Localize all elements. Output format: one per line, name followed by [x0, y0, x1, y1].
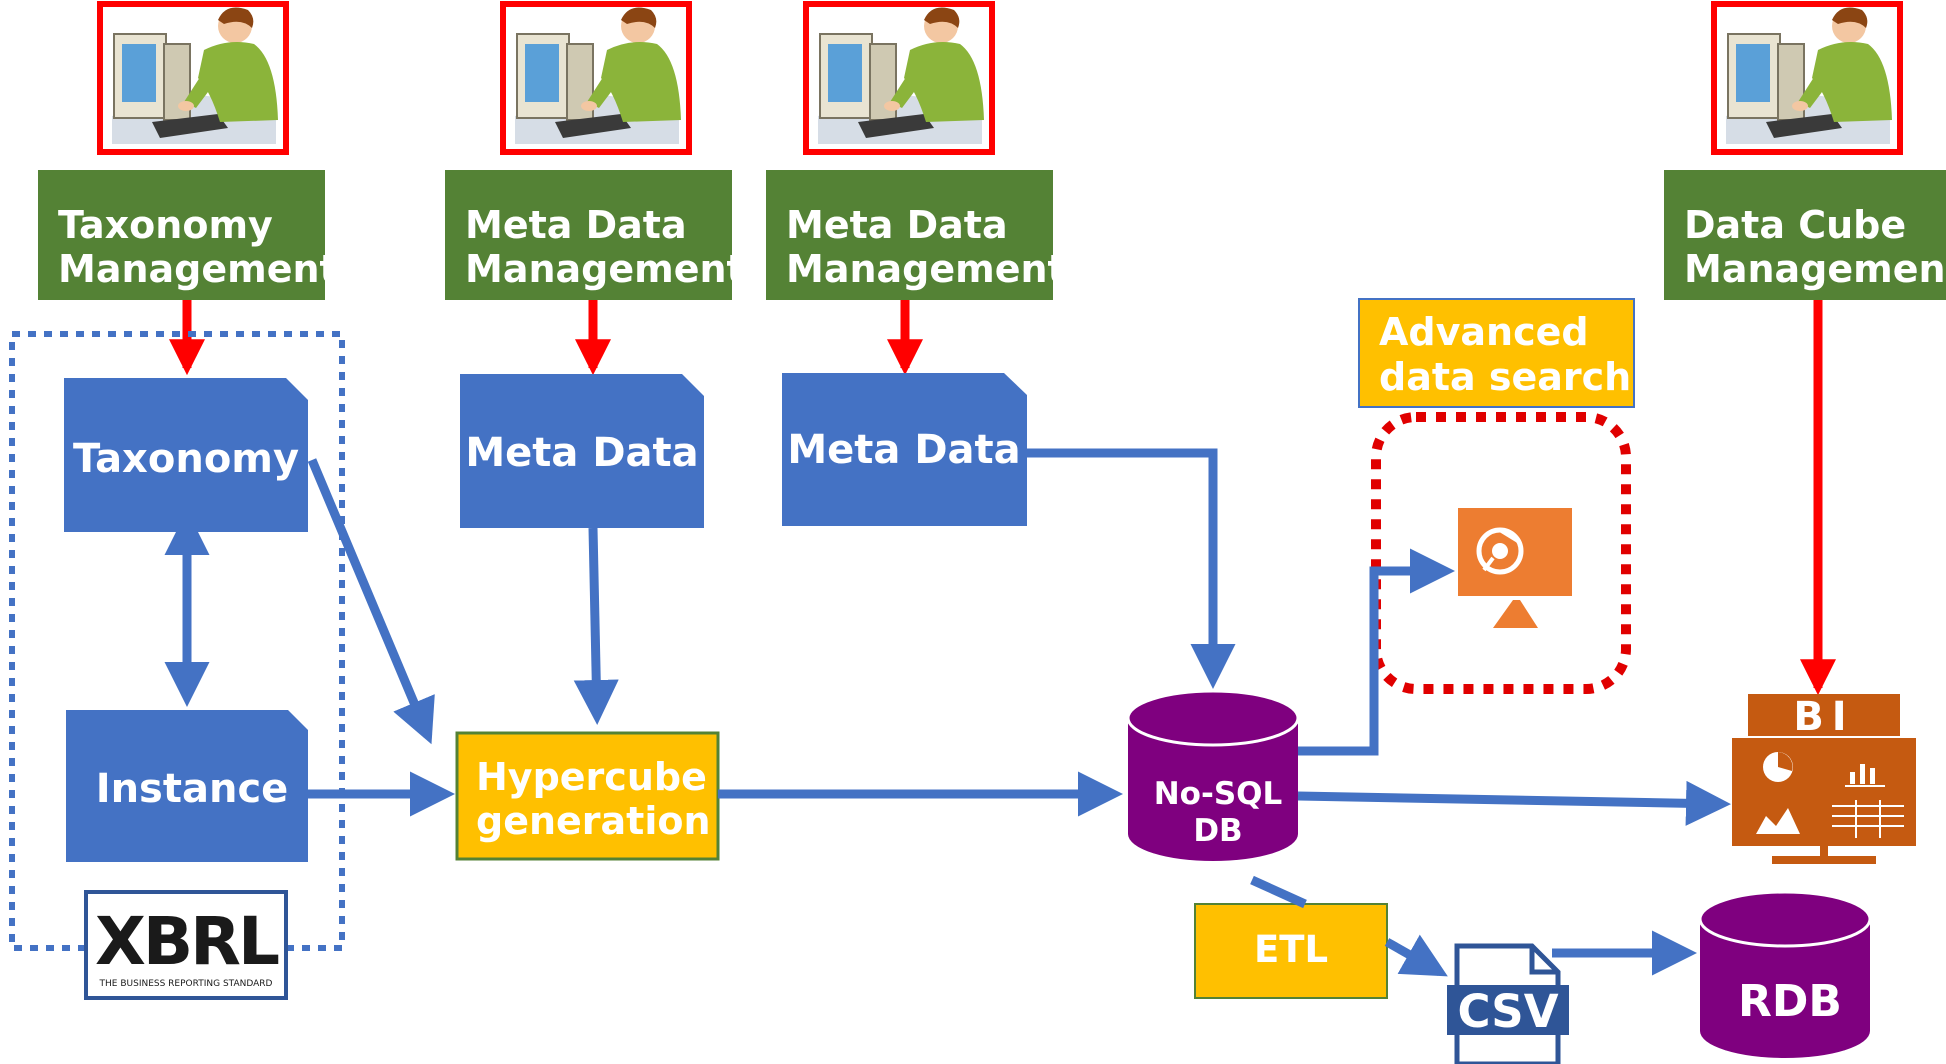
csv-file-icon: CSV — [1447, 943, 1569, 1064]
advanced-search-line2: data search — [1379, 355, 1631, 399]
rdb-cylinder: RDB — [1698, 890, 1872, 1058]
arrow-metadata-hypercube — [573, 527, 619, 725]
arrow-nosql-etl — [1250, 875, 1307, 909]
etl-box: ETL — [1194, 903, 1388, 999]
advanced-search-line1: Advanced — [1379, 310, 1589, 354]
search-client-outline — [1371, 412, 1631, 694]
nosql-db-cylinder: No-SQL DB — [1126, 689, 1300, 861]
hypercube-line2: generation — [476, 799, 711, 843]
bi-dashboard-icon: BI — [1732, 694, 1916, 864]
bi-label: BI — [1793, 694, 1854, 740]
taxonomy-document: Taxonomy — [64, 378, 308, 532]
meta-data-document-2: Meta Data — [782, 373, 1027, 526]
meta-data-1-label: Meta Data — [465, 430, 698, 476]
csv-label: CSV — [1457, 985, 1558, 1038]
arrow-taxonomy-hypercube — [307, 458, 435, 745]
meta-data-management-2-line1: Meta Data — [786, 203, 1008, 247]
data-cube-management-line1: Data Cube — [1684, 203, 1906, 247]
meta-data-management-2-line2: Management — [786, 247, 1066, 291]
arrow-nosql-bi — [1297, 780, 1731, 826]
nosql-line2: DB — [1193, 813, 1242, 849]
hypercube-line1: Hypercube — [476, 755, 707, 799]
meta-data-management-1-line2: Management — [465, 247, 745, 291]
xbrl-tagline: THE BUSINESS REPORTING STANDARD — [99, 979, 273, 989]
etl-label: ETL — [1254, 928, 1328, 971]
rdb-label: RDB — [1738, 976, 1842, 1027]
xbrl-logo: XBRL THE BUSINESS REPORTING STANDARD — [84, 890, 288, 1000]
user-at-computer-icon — [806, 4, 992, 152]
taxonomy-management-box: Taxonomy Management — [38, 170, 338, 300]
data-cube-management-box: Data Cube Management — [1664, 170, 1946, 300]
hypercube-generation-box: Hypercube generation — [455, 731, 720, 861]
meta-data-2-label: Meta Data — [787, 427, 1020, 473]
user-at-computer-icon — [100, 4, 286, 152]
meta-data-document-1: Meta Data — [460, 374, 704, 528]
arrow-etl-csv — [1384, 934, 1448, 977]
taxonomy-management-line1: Taxonomy — [58, 203, 273, 247]
taxonomy-management-line2: Management — [58, 247, 338, 291]
user-at-computer-icon — [1714, 4, 1900, 152]
instance-document: Instance — [66, 710, 308, 862]
xbrl-logo-text: XBRL — [95, 903, 279, 980]
arrow-metadata-nosql — [1027, 448, 1236, 689]
taxonomy-label: Taxonomy — [73, 436, 299, 482]
meta-data-management-1-line1: Meta Data — [465, 203, 687, 247]
data-cube-management-line2: Management — [1684, 247, 1946, 291]
nosql-line1: No-SQL — [1154, 776, 1283, 812]
instance-label: Instance — [96, 766, 289, 812]
browser-monitor-icon — [1458, 508, 1572, 628]
meta-data-management-box-1: Meta Data Management — [445, 170, 745, 300]
user-at-computer-icon — [503, 4, 689, 152]
meta-data-management-box-2: Meta Data Management — [766, 170, 1066, 300]
advanced-data-search-box: Advanced data search — [1358, 298, 1635, 408]
arrow-nosql-search — [1298, 548, 1455, 756]
